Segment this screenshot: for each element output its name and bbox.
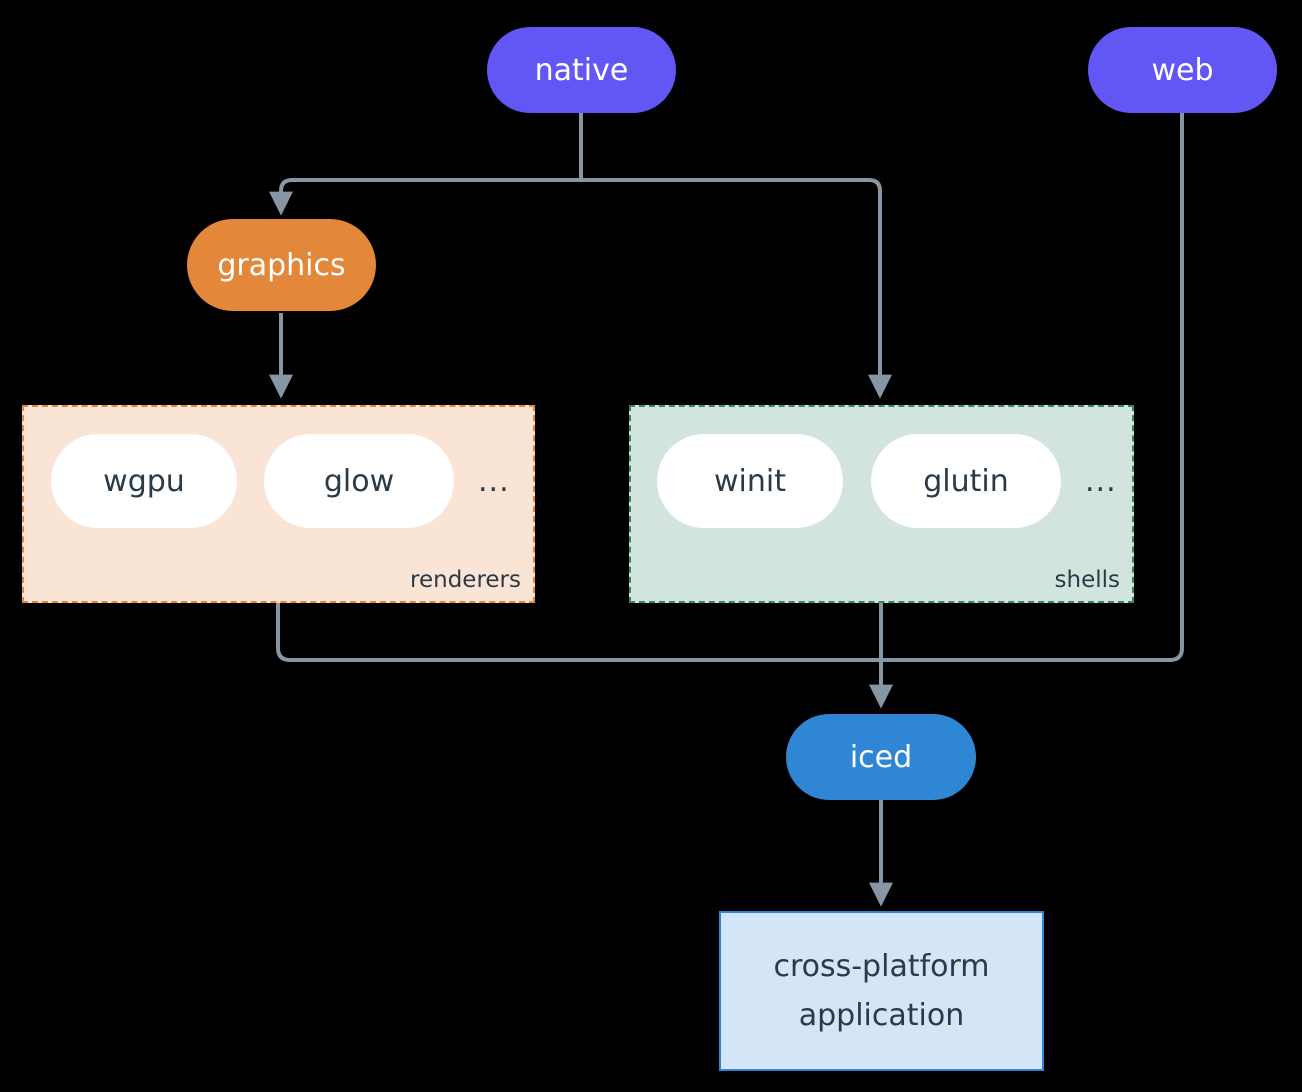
node-application-line2: application <box>798 998 965 1033</box>
node-native[interactable]: native <box>487 27 676 113</box>
group-renderers-label-text: renderers <box>410 567 521 593</box>
leaf-wgpu-label: wgpu <box>103 463 185 499</box>
leaf-glow[interactable]: glow <box>264 434 454 528</box>
leaf-winit-label: winit <box>714 463 786 499</box>
node-iced[interactable]: iced <box>786 714 976 800</box>
group-renderers-label: renderers <box>22 405 535 603</box>
shells-ellipsis-text: ... <box>1085 464 1117 499</box>
leaf-glow-label: glow <box>323 463 395 499</box>
shells-ellipsis: ... <box>1085 464 1117 499</box>
node-native-label: native <box>534 52 629 88</box>
leaf-wgpu[interactable]: wgpu <box>51 434 237 528</box>
edge-native-to-graphics <box>269 178 581 216</box>
leaf-glutin[interactable]: glutin <box>871 434 1061 528</box>
edge-renderers-to-iced <box>276 603 881 662</box>
node-application-text: cross-platform application <box>773 942 989 1041</box>
node-graphics[interactable]: graphics <box>187 219 376 311</box>
group-shells-label: shells <box>629 405 1134 603</box>
node-web-label: web <box>1151 52 1214 88</box>
node-graphics-label: graphics <box>217 247 346 283</box>
renderers-ellipsis: ... <box>478 464 510 499</box>
node-iced-label: iced <box>849 739 913 775</box>
node-application[interactable]: cross-platform application <box>719 911 1044 1071</box>
edge-web-to-iced <box>881 113 1184 662</box>
renderers-ellipsis-text: ... <box>478 464 510 499</box>
node-web[interactable]: web <box>1088 27 1277 113</box>
node-application-line1: cross-platform <box>773 948 990 984</box>
edge-native-to-shells <box>581 178 892 399</box>
leaf-winit[interactable]: winit <box>657 434 843 528</box>
leaf-glutin-label: glutin <box>923 463 1009 499</box>
group-shells-label-text: shells <box>1054 567 1120 593</box>
